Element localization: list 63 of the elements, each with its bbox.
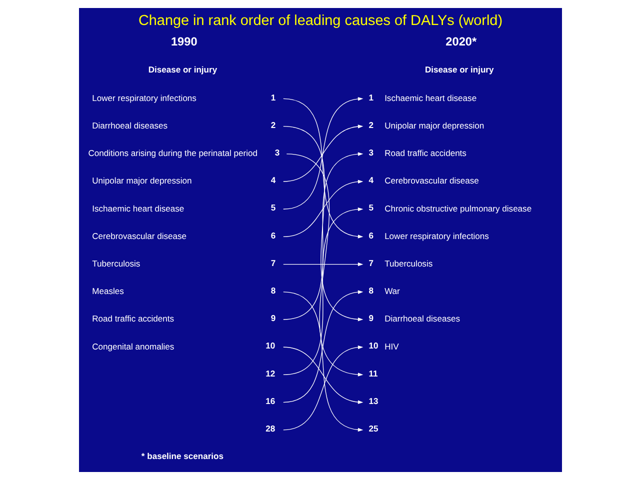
node-label: Ischaemic heart disease	[92, 203, 184, 214]
node-text: 9	[270, 313, 276, 324]
node-text: 4	[368, 175, 374, 186]
label: 1990	[170, 34, 197, 49]
node-text: 5	[368, 202, 374, 213]
node-text: 7	[270, 258, 276, 268]
label: 2020*	[445, 34, 476, 49]
node-text: 8	[270, 285, 276, 296]
node-text: 11	[368, 368, 378, 378]
arrow	[282, 207, 363, 376]
node-label: Chronic obstructive pulmonary disease	[384, 203, 532, 214]
node-text: 8	[368, 285, 374, 296]
node-text: 2	[270, 120, 276, 130]
node-label: Lower respiratory infections	[384, 230, 488, 241]
node-text: 5	[270, 202, 276, 213]
label: Disease or injury	[148, 64, 217, 75]
node-text: 3	[274, 147, 280, 158]
node-label: Unipolar major depression	[384, 120, 484, 131]
node-label: Measles	[92, 286, 124, 296]
node-text: 3	[368, 147, 374, 158]
node-label: Road traffic accidents	[92, 314, 174, 324]
node-text: 1	[368, 92, 374, 102]
node-text: 10	[368, 340, 378, 351]
node-label: Tuberculosis	[384, 258, 432, 269]
label: * baseline scenarios	[140, 451, 223, 462]
node-text: 12	[265, 368, 275, 378]
arrow	[282, 124, 363, 182]
node-label: Ischaemic heart disease	[384, 92, 476, 103]
node-text: 6	[270, 230, 276, 240]
node-label: HIV	[384, 341, 398, 352]
node-text: 13	[368, 396, 378, 406]
node-text: 28	[265, 423, 275, 434]
node-label: Road traffic accidents	[384, 148, 466, 158]
arrow	[282, 346, 363, 404]
node-label: Unipolar major depression	[92, 176, 192, 186]
arrow	[282, 262, 363, 266]
diagram-title: Change in rank order of leading causes of DALYs (world)	[138, 12, 502, 29]
arrow	[282, 98, 363, 238]
node-label: Tuberculosis	[92, 258, 140, 269]
node-label: Diarrhoeal diseases	[92, 120, 168, 131]
node-text: 7	[368, 258, 374, 268]
node-label: War	[384, 286, 400, 296]
node-text: 4	[270, 175, 276, 186]
node-label: Cerebrovascular disease	[92, 230, 186, 241]
arrow	[286, 154, 363, 376]
arrow	[282, 290, 363, 403]
node-text: 2	[368, 120, 374, 130]
arrow	[282, 292, 363, 432]
arrow	[282, 97, 363, 210]
arrow	[282, 180, 363, 238]
node-label: Conditions arising during the perinatal period	[88, 148, 258, 158]
node-label: Cerebrovascular disease	[384, 176, 478, 186]
node-text: 9	[368, 313, 374, 324]
node-text: 10	[265, 340, 275, 351]
node-text: 16	[265, 396, 275, 406]
node-text: 25	[368, 423, 378, 434]
label: Disease or injury	[424, 64, 494, 75]
node-text: 6	[368, 230, 374, 240]
arrow	[282, 345, 363, 430]
node-text: 1	[270, 92, 276, 102]
node-label: Lower respiratory infections	[92, 92, 196, 103]
node-label: Diarrhoeal diseases	[384, 314, 460, 324]
node-label: Congenital anomalies	[92, 341, 174, 352]
